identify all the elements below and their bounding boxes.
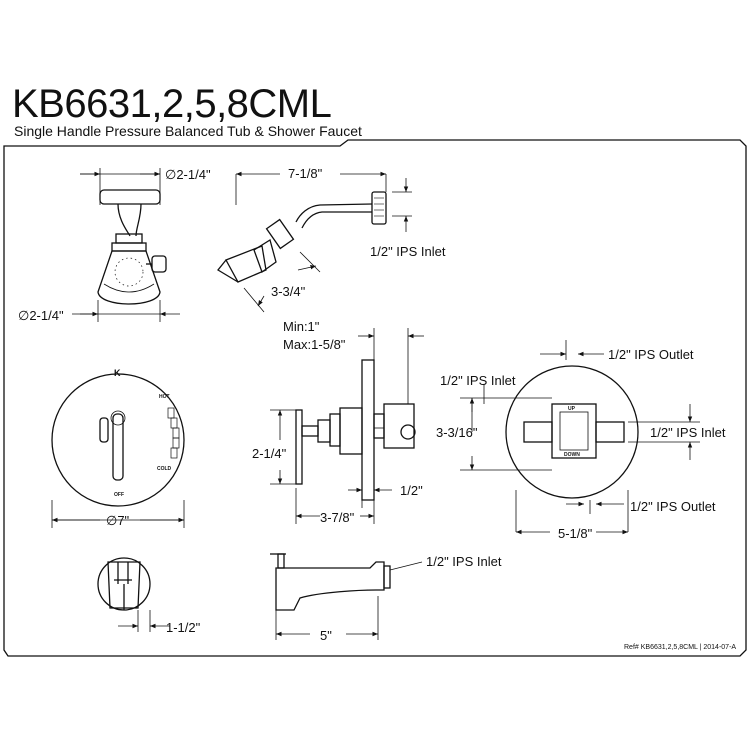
shower-arm-length: 7-1/8" [288, 166, 323, 181]
valve-off-label: OFF [114, 492, 124, 498]
spout-diverter-dimension: 1-1/2" [166, 620, 201, 635]
valve-max-depth: Max:1-5/8" [283, 337, 346, 352]
model-title: KB6631,2,5,8CML [12, 82, 332, 126]
valve-right-inlet: 1/2" IPS Inlet [650, 425, 726, 440]
frame-border [3, 139, 747, 657]
shower-arm-drop: 3-3/4" [271, 284, 306, 299]
valve-inlet-spacing: 3-3/16" [436, 425, 478, 440]
valve-left-inlet: 1/2" IPS Inlet [440, 373, 516, 388]
valve-up-label: UP [568, 406, 576, 412]
reference-code: Ref# KB6631,2,5,8CML | 2014-07-A [624, 644, 736, 651]
valve-logo-mark: Κ [114, 368, 121, 378]
valve-cold-label: COLD [157, 466, 172, 472]
valve-top-outlet: 1/2" IPS Outlet [608, 347, 694, 362]
valve-back-view [460, 340, 639, 532]
valve-bottom-outlet: 1/2" IPS Outlet [630, 499, 716, 514]
valve-hot-label: HOT [159, 394, 170, 400]
valve-min-depth: Min:1" [283, 319, 320, 334]
tub-spout-side [270, 553, 423, 640]
spout-length: 5" [320, 628, 332, 643]
product-description: Single Handle Pressure Balanced Tub & Sh… [14, 123, 362, 139]
shower-head-front [72, 168, 167, 322]
valve-trim-diameter: ∅7" [106, 513, 130, 528]
valve-escutcheon-depth: 1/2" [400, 483, 423, 498]
valve-projection: 3-7/8" [320, 510, 355, 525]
valve-side-view [270, 328, 416, 524]
spout-inlet: 1/2" IPS Inlet [426, 554, 502, 569]
valve-height: 2-1/4" [252, 446, 287, 461]
shower-arm-side [217, 174, 412, 313]
tub-spout-front [97, 557, 151, 632]
shower-head-top-diameter: ∅2-1/4" [165, 167, 211, 182]
shower-head-bottom-diameter: ∅2-1/4" [18, 308, 64, 323]
valve-down-label: DOWN [564, 452, 580, 458]
valve-back-width: 5-1/8" [558, 526, 593, 541]
shower-arm-inlet: 1/2" IPS Inlet [370, 244, 446, 259]
